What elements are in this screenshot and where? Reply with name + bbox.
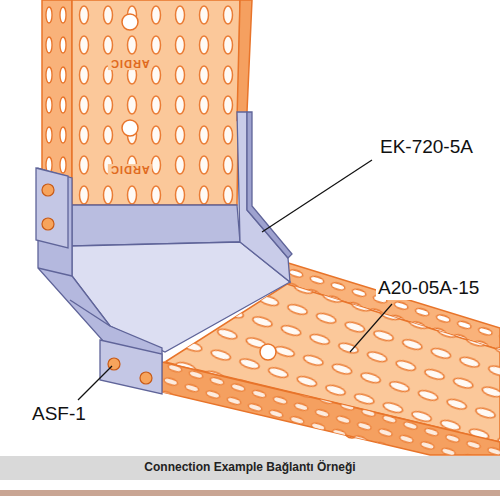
callout-label: A20-05A-15 xyxy=(376,277,481,300)
joint-plate xyxy=(36,168,162,394)
brand-mark: ARDIC xyxy=(108,58,152,70)
vertical-tray xyxy=(42,0,252,205)
brand-mark: ARDIC xyxy=(108,164,152,176)
caption-bar xyxy=(0,456,500,480)
elbow-fitting xyxy=(38,112,292,362)
callout-label: EK-720-5A xyxy=(378,136,475,159)
footer-rule xyxy=(0,490,500,496)
leader-line xyxy=(78,160,392,400)
caption: Connection Example Bağlantı Örneği xyxy=(144,461,355,474)
callout-label: ASF-1 xyxy=(30,403,88,426)
